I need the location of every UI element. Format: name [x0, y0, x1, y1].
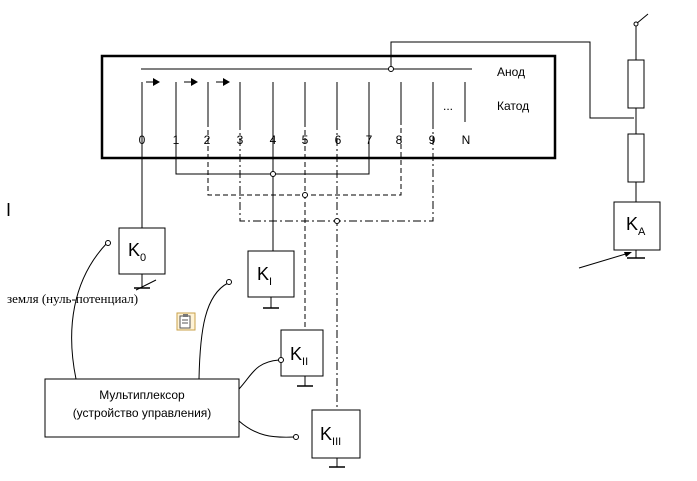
switch-k0-label: K0 — [128, 240, 146, 264]
direction-arrows — [146, 78, 230, 86]
switch-k3: KIII — [311, 409, 361, 468]
switch-ka: KA — [578, 201, 661, 269]
switch-k1: KI — [247, 250, 295, 309]
anode-connection — [388, 41, 634, 119]
control-wire-k2 — [238, 359, 280, 390]
multiplexer: Мультиплексор (устройство управления) — [44, 378, 240, 438]
anode-junction — [388, 66, 394, 72]
switch-k3-label: KIII — [320, 424, 341, 448]
resistor-bottom — [627, 133, 645, 183]
resistor-chain — [627, 13, 649, 202]
tube-body — [100, 54, 557, 160]
anode-feed-wire — [390, 41, 634, 119]
arrow-2-head — [223, 78, 230, 86]
bus-dashdot-junction — [334, 218, 340, 224]
switch-k2-box — [280, 329, 324, 377]
control-wires — [71, 240, 299, 440]
switch-ka-box — [613, 201, 661, 251]
switch-ka-label: KA — [626, 214, 646, 238]
supply-terminal — [635, 13, 649, 25]
arrow-0-head — [153, 78, 160, 86]
bus-dashed — [207, 122, 402, 330]
switch-k1-label: KI — [257, 264, 272, 288]
multiplexer-title: Мультиплексор — [99, 388, 185, 402]
pin-label-6: 6 — [335, 133, 342, 147]
pin-label-N: N — [462, 133, 471, 147]
switch-k2: KII — [280, 329, 324, 387]
control-wire-k3 — [238, 420, 295, 438]
cathode-ellipsis: ... — [443, 99, 453, 113]
bus-dashdot — [239, 122, 434, 410]
ka-control-arrow-head — [624, 252, 632, 257]
bus-dashed-junction — [302, 192, 308, 198]
control-wire-k0 — [71, 242, 108, 380]
switch-k0-box — [118, 227, 166, 275]
cathode-label: Катод — [497, 99, 529, 113]
clipboard-icon[interactable] — [176, 312, 196, 331]
text-cursor-mark: I — [6, 200, 11, 220]
cathode-elements — [141, 82, 466, 122]
supply-terminal-dot — [633, 21, 639, 27]
pin-label-9: 9 — [429, 133, 436, 147]
switch-k3-box — [311, 409, 361, 459]
switch-k1-box — [247, 250, 295, 298]
pin-labels: 0 1 2 3 4 5 6 7 8 9 N — [139, 133, 471, 147]
control-terminal-k0 — [105, 240, 111, 246]
resistor-top — [627, 59, 645, 109]
multiplexer-subtitle: (устройство управления) — [73, 406, 212, 420]
anode-label: Анод — [497, 65, 525, 79]
control-wire-k1 — [198, 282, 229, 380]
switch-k2-label: KII — [290, 344, 308, 368]
pin-label-8: 8 — [396, 133, 403, 147]
switch-k0: K0 — [118, 227, 166, 291]
ground-note: земля (нуль-потенциал) — [7, 291, 138, 306]
pin-label-2: 2 — [204, 133, 211, 147]
ground-k0-slash — [135, 279, 157, 291]
control-terminal-k1 — [226, 279, 232, 285]
control-terminal-k3 — [293, 434, 299, 440]
ka-control-arrow — [578, 252, 630, 269]
arrow-1-head — [191, 78, 198, 86]
bus-solid-junction — [270, 171, 276, 177]
control-terminal-k2 — [278, 357, 284, 363]
bus-solid — [175, 122, 370, 251]
multiplexer-box — [44, 378, 240, 438]
